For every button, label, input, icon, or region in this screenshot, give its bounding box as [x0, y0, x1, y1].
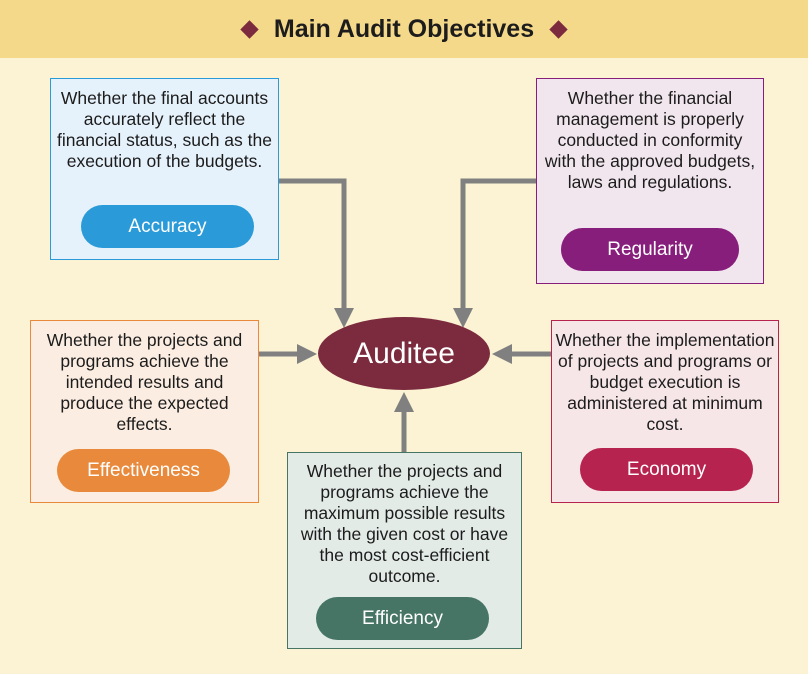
regularity-box: Whether the financial management is prop…	[536, 78, 764, 284]
economy-description: Whether the implementation of projects a…	[555, 330, 775, 434]
regularity-label: Regularity	[561, 228, 739, 271]
effectiveness-box: Whether the projects and programs achiev…	[30, 320, 259, 503]
diagram-title: Main Audit Objectives	[273, 14, 535, 43]
regularity-connector	[453, 178, 536, 328]
efficiency-description: Whether the projects and programs achiev…	[300, 461, 509, 586]
accuracy-connector	[279, 178, 354, 328]
economy-box: Whether the implementation of projects a…	[551, 320, 779, 503]
accuracy-box: Whether the final accounts accurately re…	[50, 78, 279, 260]
effectiveness-description: Whether the projects and programs achiev…	[46, 330, 243, 434]
effectiveness-label: Effectiveness	[57, 449, 230, 492]
accuracy-label: Accuracy	[81, 205, 254, 248]
auditee-node: Auditee	[318, 317, 490, 390]
title-bar: Main Audit Objectives	[0, 0, 808, 58]
accuracy-description: Whether the final accounts accurately re…	[57, 88, 272, 171]
efficiency-label: Efficiency	[316, 597, 489, 640]
efficiency-box: Whether the projects and programs achiev…	[287, 452, 522, 649]
regularity-description: Whether the financial management is prop…	[544, 88, 756, 192]
economy-label: Economy	[580, 448, 753, 491]
